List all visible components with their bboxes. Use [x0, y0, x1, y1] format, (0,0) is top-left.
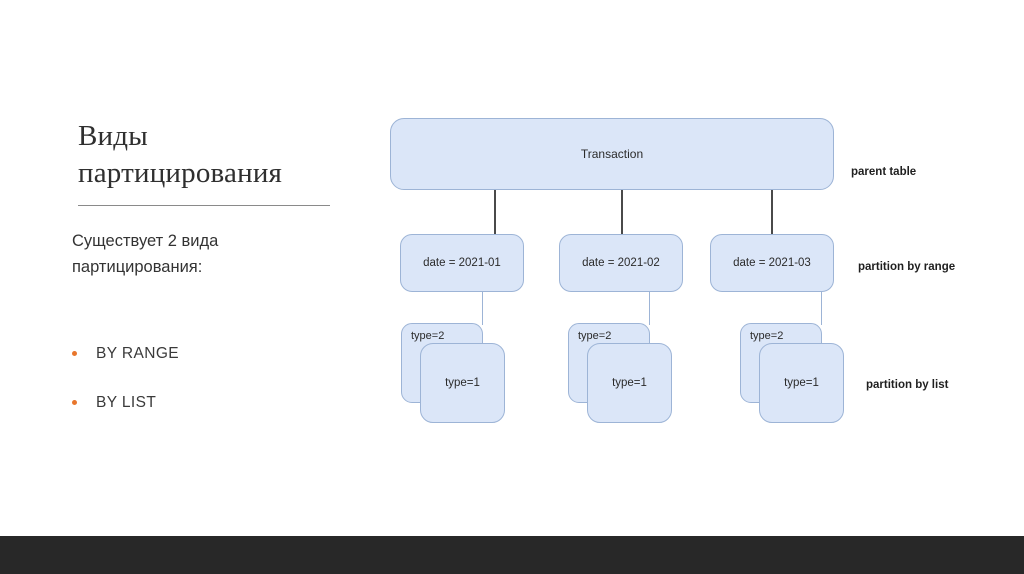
connector-parent-to-range-3 [771, 190, 773, 234]
connector-range-to-list-1 [482, 292, 484, 325]
node-list-partition-type1: type=1 [587, 343, 672, 423]
bullet-label: BY LIST [96, 393, 157, 411]
subtitle-text: Существует 2 вида партицирования: [72, 232, 219, 277]
node-range-partition-3: date = 2021-03 [710, 234, 834, 292]
partition-types-list: BY RANGE BY LIST [70, 345, 350, 442]
bullet-dot-icon [72, 399, 77, 405]
list-item: BY RANGE [70, 345, 350, 364]
footer-bar [0, 536, 1024, 574]
connector-parent-to-range-2 [621, 190, 623, 234]
partitioning-diagram: Transaction date = 2021-01 date = 2021-0… [390, 118, 956, 423]
list-item: BY LIST [70, 394, 350, 413]
node-list-partition-type1: type=1 [420, 343, 505, 423]
connector-parent-to-range-1 [494, 190, 496, 234]
connector-range-to-list-3 [821, 292, 823, 325]
node-parent-table: Transaction [390, 118, 834, 190]
annotation-parent-table: parent table [851, 166, 917, 178]
annotation-partition-by-list: partition by list [866, 379, 949, 391]
connector-range-to-list-2 [649, 292, 651, 325]
node-range-partition-1: date = 2021-01 [400, 234, 524, 292]
bullet-label: BY RANGE [96, 345, 180, 362]
node-list-partition-type1: type=1 [759, 343, 844, 423]
left-text-column: Виды партицирования [78, 118, 348, 192]
page-title: Виды партицирования [78, 120, 283, 190]
annotation-partition-by-range: partition by range [858, 261, 956, 273]
title-divider [78, 205, 330, 206]
node-range-partition-2: date = 2021-02 [559, 234, 683, 292]
bullet-dot-icon [72, 351, 77, 356]
